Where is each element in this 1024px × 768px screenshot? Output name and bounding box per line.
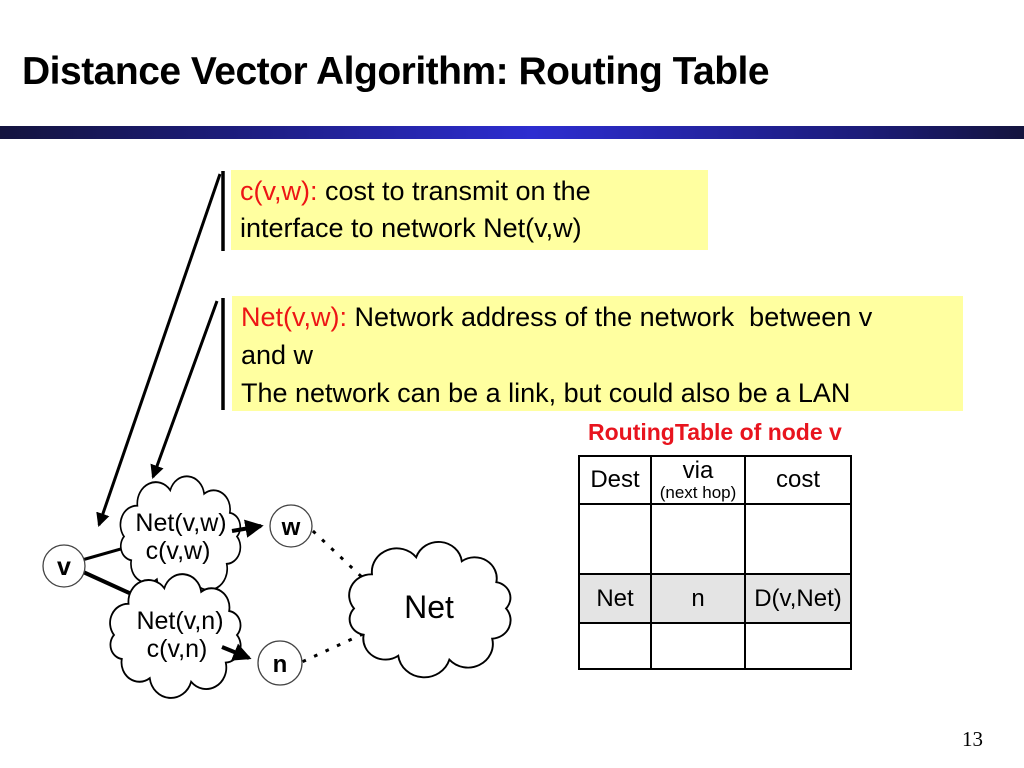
table-row-empty-2 <box>578 622 852 670</box>
table-row-empty-1 <box>578 503 852 575</box>
table-cell <box>578 622 652 670</box>
callout-net-line1: Net(v,w): Network address of the network… <box>241 298 955 336</box>
node-n-label: n <box>273 651 288 678</box>
callout-net-text: Network address of the network between v <box>347 302 873 332</box>
routing-table-caption: RoutingTable of node v <box>588 419 842 445</box>
accent-divider-bar <box>0 126 1024 139</box>
callout-cost-line2: interface to network Net(v,w) <box>240 213 582 243</box>
callout-net-box: Net(v,w): Network address of the network… <box>232 296 963 411</box>
dotted-link-n-to-net <box>302 631 367 663</box>
arrow-netvw-to-w <box>231 519 264 538</box>
callout-cost-line1: c(v,w): cost to transmit on the <box>240 173 700 210</box>
cell-via-n: n <box>650 573 746 624</box>
header-via: via (next hop) <box>650 455 746 505</box>
cloud-netvn-label-line2: c(v,n) <box>147 635 208 663</box>
node-w-circle <box>269 504 313 548</box>
callout-net-arrow <box>150 300 219 479</box>
routing-table: Dest via (next hop) cost Net n D(v,Net) <box>578 455 852 670</box>
node-n-circle <box>257 640 303 686</box>
dotted-link-w-to-net <box>311 529 369 584</box>
callout-cost-term: c(v,w): <box>240 176 318 206</box>
header-via-sub: (next hop) <box>659 482 737 502</box>
arrow-netvn-to-n <box>221 643 252 661</box>
table-row-net: Net n D(v,Net) <box>578 573 852 624</box>
callout-net-line2: and w <box>241 340 314 370</box>
cloud-net-label: Net <box>404 589 454 625</box>
cloud-netvw-label-line2: c(v,w) <box>146 537 211 565</box>
page-title: Distance Vector Algorithm: Routing Table <box>22 50 770 93</box>
table-cell <box>650 622 746 670</box>
node-v-label: v <box>57 553 71 581</box>
node-v-circle <box>42 544 86 588</box>
callout-net-term: Net(v,w): <box>241 302 347 332</box>
cloud-netvw-label-line1: Net(v,w) <box>135 509 226 537</box>
table-cell <box>650 503 746 575</box>
header-via-main: via <box>682 456 714 484</box>
callout-cost-text: cost to transmit on the <box>317 176 591 206</box>
table-cell <box>744 622 852 670</box>
header-dest: Dest <box>578 455 652 505</box>
callout-cost-box: c(v,w): cost to transmit on the interfac… <box>231 170 708 250</box>
callout-cost-arrow <box>96 173 222 527</box>
callout-net-line3: The network can be a link, but could als… <box>241 378 851 408</box>
cloud-netvn-label-line1: Net(v,n) <box>136 607 223 635</box>
table-cell <box>578 503 652 575</box>
cell-cost-dvnet: D(v,Net) <box>744 573 852 624</box>
cell-dest-net: Net <box>578 573 652 624</box>
node-w-label: w <box>281 514 301 541</box>
page-number: 13 <box>962 727 983 751</box>
routing-table-header-row: Dest via (next hop) cost <box>578 455 852 505</box>
table-cell <box>744 503 852 575</box>
header-cost: cost <box>744 455 852 505</box>
